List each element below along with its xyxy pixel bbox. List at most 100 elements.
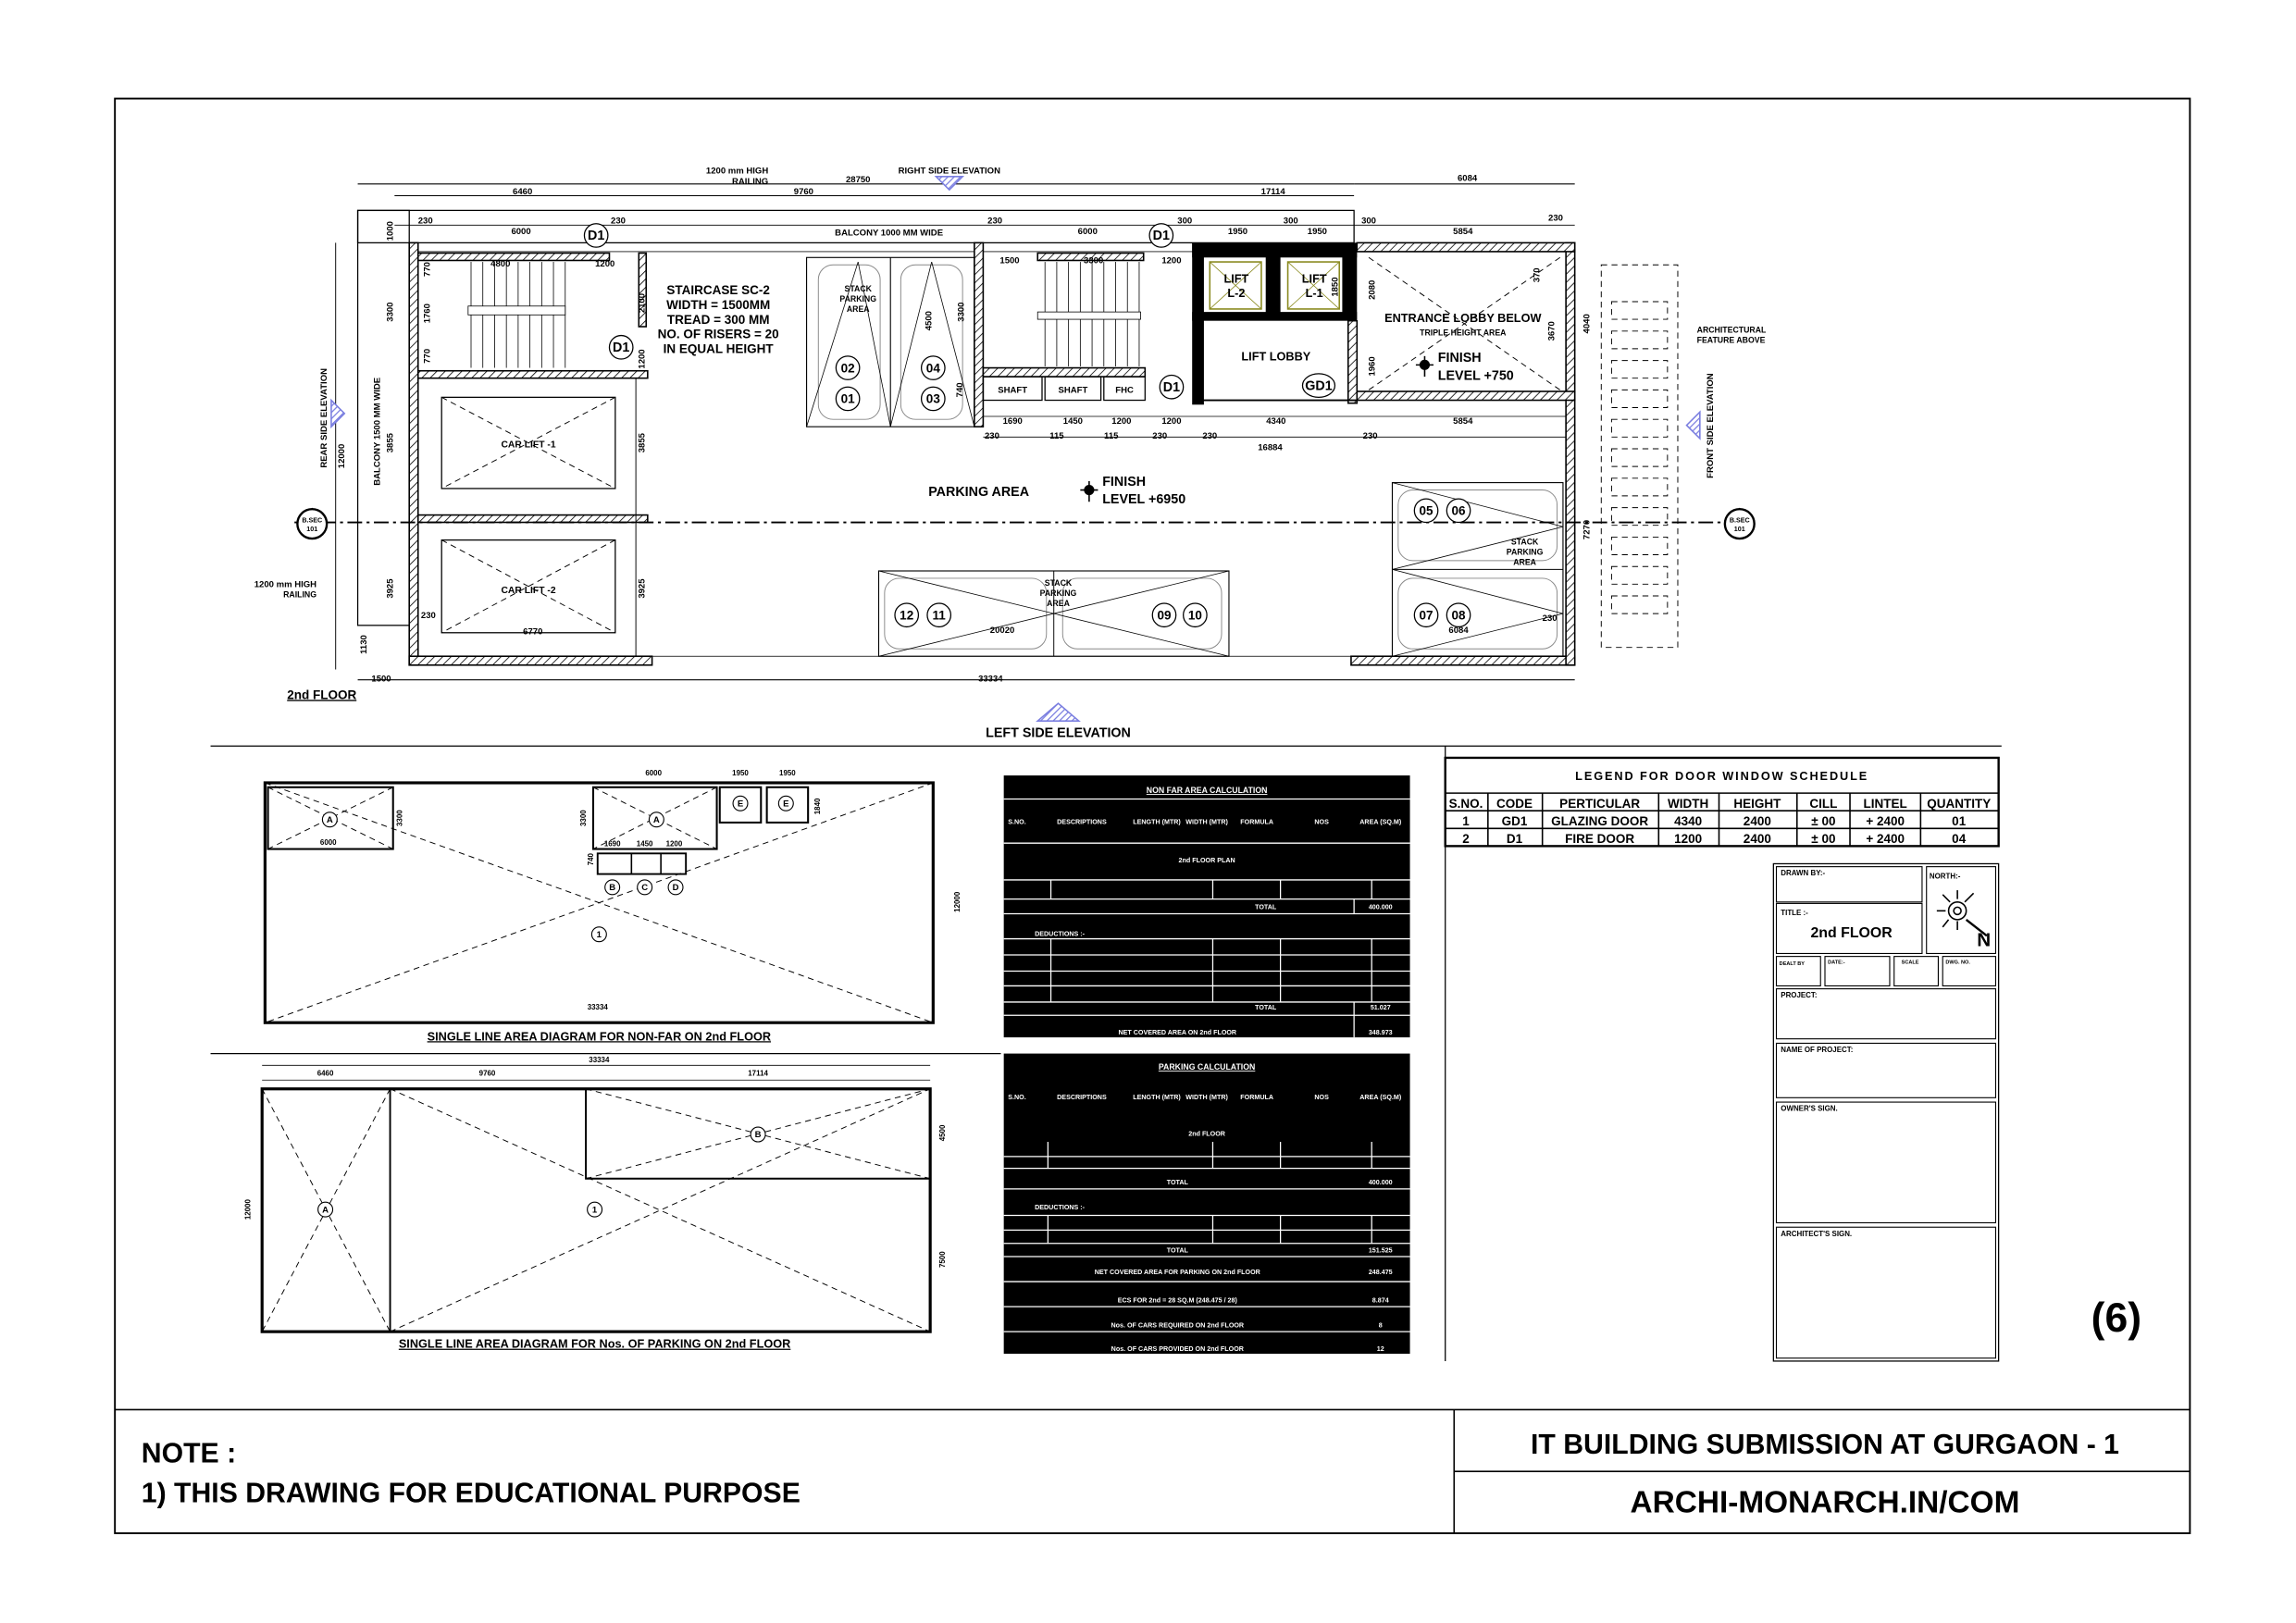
stack-parking-top [806,256,975,427]
drawing-line [1565,242,1576,666]
drawing-text: GLAZING DOOR [1551,814,1648,828]
drawing-text: Nos. OF CARS PROVIDED ON 2nd FLOOR [1111,1345,1245,1353]
drawing-line: A B 1 [322,1130,762,1215]
drawing-line [1610,389,1669,408]
drawing-line [1953,906,1962,916]
drawing-line [585,1088,931,1180]
non-far-calc-table: NON FAR AREA CALCULATION S.NO.DESCRIPTIO… [1003,775,1410,1038]
drawing-line [1446,498,1471,524]
drawing-text: TOTAL [1167,1179,1189,1186]
parking-area-label: PARKING AREA [928,485,1029,500]
drawing-line [1159,374,1185,400]
drawing-line [857,261,891,427]
finish-level-label: FINISH [1102,475,1146,489]
drawing-line [267,786,394,850]
drawing-line [638,252,648,328]
drawing-line [1772,862,2000,1362]
dealt-by-label: DEALT BY [1780,961,1806,967]
dimension: 1200 [638,349,648,368]
car-lift-2-label: CAR LIFT -2 [501,586,555,596]
stack-parking-label: PARKING [1040,588,1077,598]
dimension: 9760 [794,187,813,197]
car-number: 08 [1452,608,1467,622]
drawing-line: NOTE : 1) THIS DRAWING FOR EDUCATIONAL P… [142,1430,2119,1520]
drawing-line [1610,595,1669,614]
drawing-line [592,787,717,849]
drawing-line [591,786,718,850]
railing-left-label: RAILING [283,590,316,600]
stack-parking-label: AREA [847,304,870,314]
drawing-line [1286,261,1341,310]
drawing-line [1610,448,1669,467]
title-value: 2nd FLOOR [1810,925,1893,941]
drawing-line [1392,482,1564,527]
owners-sign-label: OWNER'S SIGN. [1781,1105,1837,1113]
dimension: 3855 [638,432,648,452]
drawing-line [408,242,419,666]
dimension: 300 [1177,217,1192,227]
drawing-line [583,223,1471,628]
drawing-line [267,787,393,849]
entrance-lobby-label: ENTRANCE LOBBY BELOW [1384,311,1541,325]
shafts [982,376,1146,402]
stack-parking-label: PARKING [839,294,876,304]
dimension: 6000 [645,769,662,777]
drawing-line [1942,894,1951,903]
drawing-text: 51.027 [1371,1004,1391,1011]
drawing-text: TOTAL [1167,1246,1189,1254]
door-tag: D1 [1163,380,1180,395]
left-elevation-label: LEFT SIDE ELEVATION [986,726,1131,741]
drawing-line: S.NO.DESCRIPTIONS LENGTH (MTR)WIDTH (MTR… [1008,1094,1402,1353]
title-block: DRAWN BY:- NORTH:- N TITLE :- 2nd FLOOR … [1772,862,2000,1362]
dimension: 2100 [638,293,648,313]
drawing-line: D1 D1 D1 D1 GD1 [588,229,1333,395]
dimension: 1000 [386,221,396,241]
area-tag: 1 [597,930,602,940]
drawing-text: WIDTH (MTR) [1185,1094,1228,1101]
staircase-note: STAIRCASE SC-2 [666,283,770,297]
car-number: 04 [926,361,941,375]
north-arrow-icon [1936,890,1988,937]
drawing-line [648,812,664,828]
staircase-note: TREAD = 300 MM [667,313,770,327]
floor-plan: B.SEC 101 B.SEC 101 D1 D1 D1 D1 GD1 01 0… [254,167,1767,741]
drawing-line: A A B C D E E 1 6000 6000 1950 1950 1690… [243,769,961,1268]
dimension: 230 [1202,431,1217,441]
drawing-text: S.NO. [1449,797,1483,811]
railing-left-label: 1200 mm HIGH [254,579,316,589]
drawing-line [356,209,410,626]
drawing-line [1003,1053,1410,1354]
drawing-line [920,355,946,380]
drawing-text: Nos. OF CARS REQUIRED ON 2nd FLOOR [1111,1321,1244,1329]
dimension: 3300 [386,303,396,322]
area-tag: A [327,815,333,825]
car-number: 01 [841,392,856,406]
finish-level-label: FINISH [1438,351,1482,365]
dimension: 16884 [1258,443,1283,453]
drawing-text: NOS [1314,819,1329,826]
note-text: 1) THIS DRAWING FOR EDUCATIONAL PURPOSE [142,1479,800,1509]
area-tag: B [609,883,615,893]
drawing-text: 151.525 [1369,1246,1393,1254]
car-number: 12 [900,608,913,622]
lift-2-label: L-2 [1227,286,1245,300]
area-tag: D [673,883,679,893]
schedule-title: LEGEND FOR DOOR WINDOW SCHEDULE [1575,769,1868,783]
stack-parking-label: AREA [1047,599,1070,608]
architects-sign-label: ARCHITECT'S SIGN. [1781,1230,1852,1238]
drawing-text: 2nd FLOOR [1188,1131,1226,1138]
drawing-text: NOS [1314,1094,1329,1101]
drawing-line [732,795,749,812]
scale-label: SCALE [1902,960,1919,966]
dimension: 33334 [978,674,1003,684]
drawing-line: 28750 6460 9760 17114 6084 230 6000 230 … [337,174,1592,685]
dimension: 115 [1104,431,1119,441]
architectural-feature [1600,264,1679,649]
area-tag: A [322,1205,329,1215]
drawing-line [926,602,952,628]
drawing-text: FORMULA [1240,1094,1273,1101]
drawing-line [1392,569,1564,614]
project-title: IT BUILDING SUBMISSION AT GURGAON - 1 [1531,1430,2119,1460]
